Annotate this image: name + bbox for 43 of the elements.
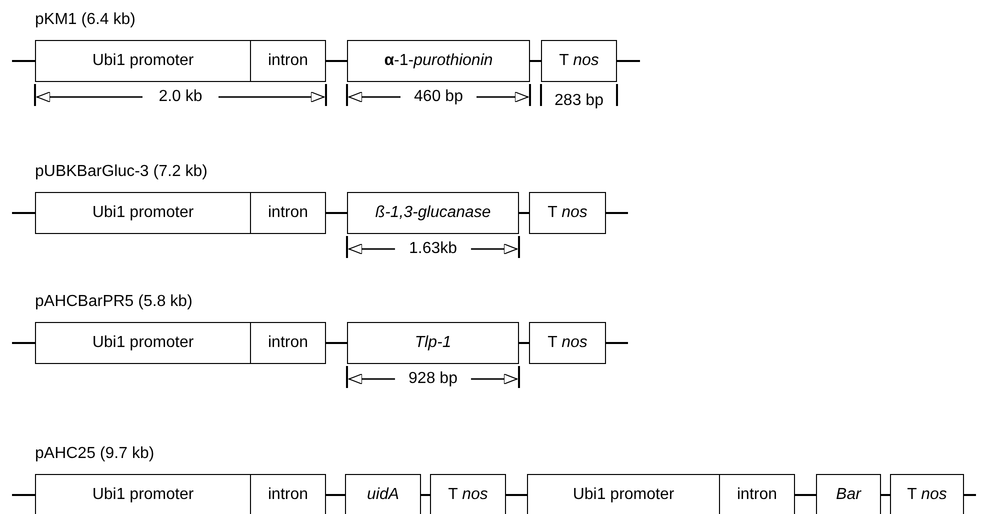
backbone-line — [12, 494, 35, 496]
gene-element-box: Ubi1 promoter — [35, 40, 251, 82]
backbone-line — [606, 342, 628, 344]
gene-element-box: α-1-purothionin — [347, 40, 530, 82]
backbone-line — [795, 494, 816, 496]
construct-title: pUBKBarGluc-3 (7.2 kb) — [35, 163, 208, 181]
gene-element-box: Ubi1 promoter — [527, 474, 720, 514]
backbone-line — [326, 60, 347, 62]
backbone-line — [12, 60, 35, 62]
backbone-line — [326, 342, 347, 344]
gene-element-box: Ubi1 promoter — [35, 192, 251, 234]
backbone-line — [881, 494, 890, 496]
gene-element-box: intron — [250, 192, 326, 234]
backbone-line — [964, 494, 976, 496]
backbone-line — [530, 60, 541, 62]
gene-element-box: Bar — [816, 474, 881, 514]
backbone-line — [12, 212, 35, 214]
gene-element-box: Ubi1 promoter — [35, 322, 251, 364]
backbone-line — [326, 494, 345, 496]
gene-element-box: uidA — [345, 474, 421, 514]
backbone-line — [617, 60, 640, 62]
gene-element-box: ß-1,3-glucanase — [347, 192, 519, 234]
gene-element-box: intron — [250, 322, 326, 364]
construct-title: pAHC25 (9.7 kb) — [35, 445, 154, 463]
backbone-line — [506, 494, 527, 496]
gene-element-box: T nos — [529, 192, 606, 234]
construct-title: pKM1 (6.4 kb) — [35, 11, 136, 29]
gene-element-box: intron — [250, 40, 326, 82]
gene-element-box: T nos — [430, 474, 506, 514]
gene-element-box: T nos — [890, 474, 964, 514]
backbone-line — [421, 494, 430, 496]
gene-element-box: Tlp-1 — [347, 322, 519, 364]
gene-element-box: intron — [250, 474, 326, 514]
gene-element-box: T nos — [529, 322, 606, 364]
backbone-line — [326, 212, 347, 214]
backbone-line — [606, 212, 628, 214]
gene-element-box: T nos — [541, 40, 617, 82]
backbone-line — [519, 342, 529, 344]
gene-element-box: Ubi1 promoter — [35, 474, 251, 514]
backbone-line — [519, 212, 529, 214]
construct-title: pAHCBarPR5 (5.8 kb) — [35, 293, 192, 311]
gene-element-box: intron — [719, 474, 795, 514]
backbone-line — [12, 342, 35, 344]
